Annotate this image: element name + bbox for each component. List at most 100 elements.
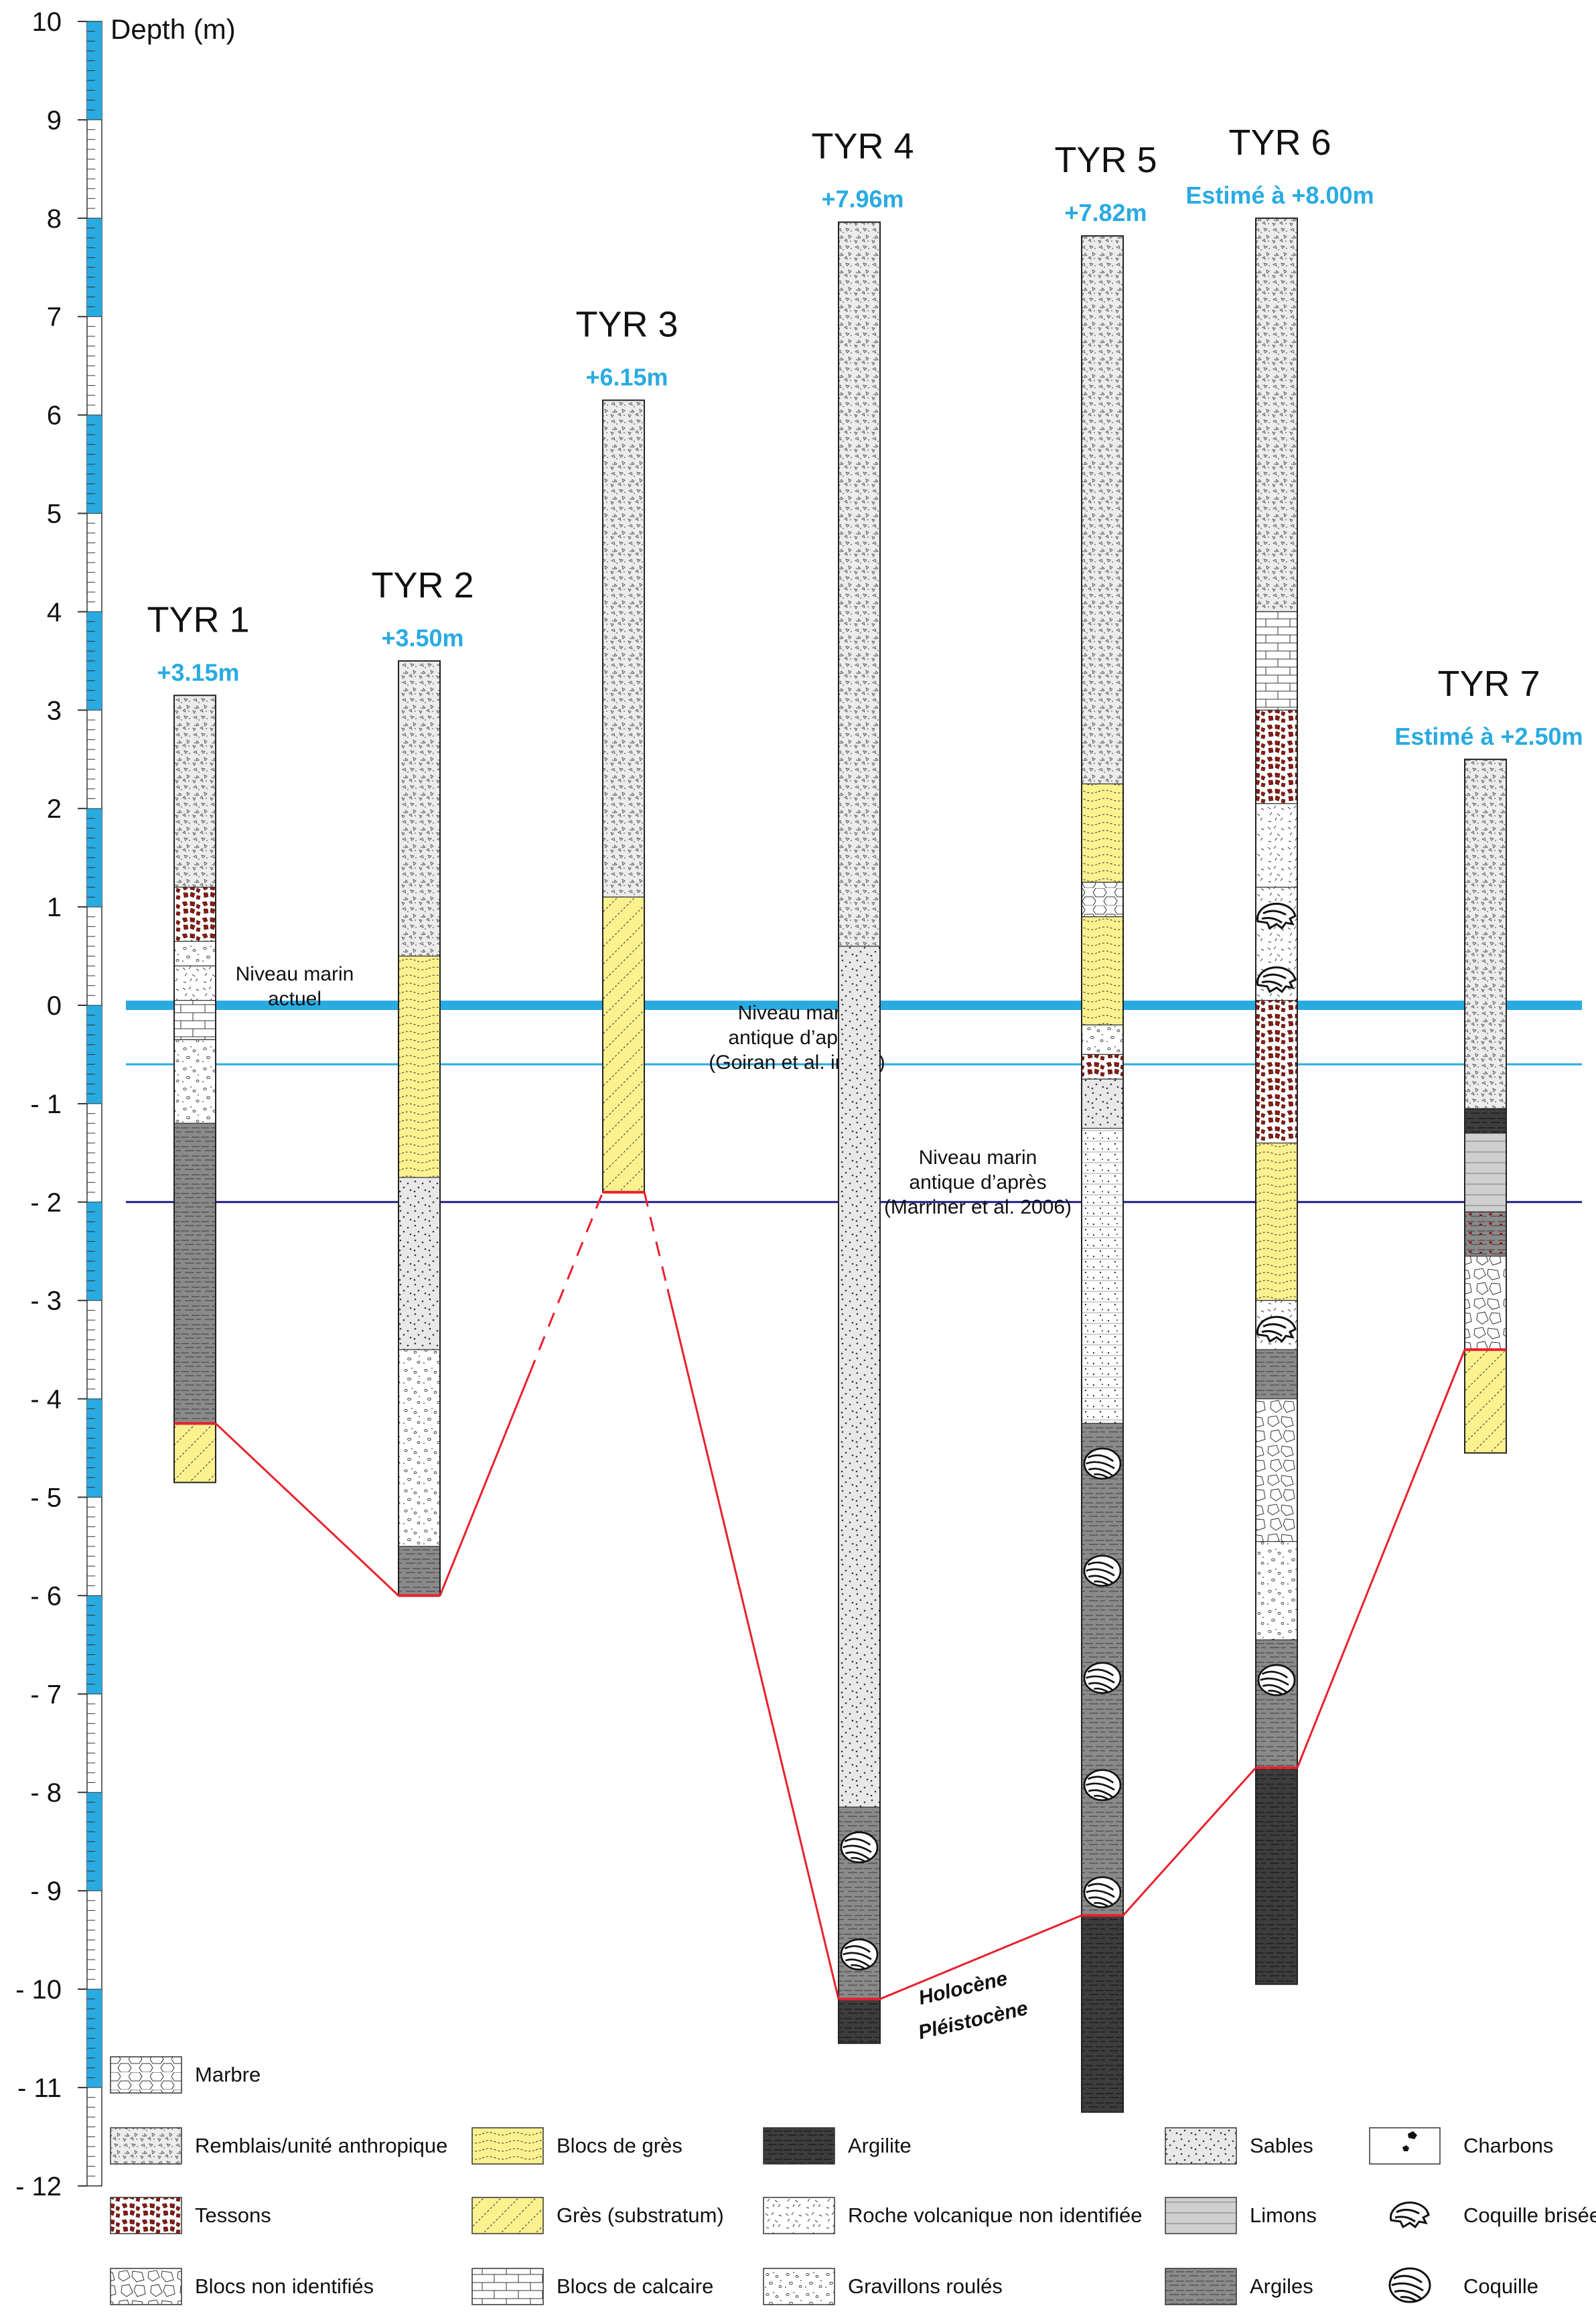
shell-icon [840, 1938, 879, 1971]
scale-tick-label: - 2 [30, 1188, 62, 1218]
legend-item-argiles: Argiles [1165, 2268, 1313, 2305]
layer-volcanique [1255, 803, 1298, 888]
layer-remblais [398, 660, 441, 957]
layer-argilite [838, 1999, 881, 2044]
scale-tick-label: 0 [47, 991, 62, 1021]
layer-gravillons [173, 940, 216, 966]
core-elevation: +7.96m [821, 186, 903, 213]
shell-icon [1388, 2267, 1431, 2303]
sea-level-label: Niveau marin [919, 1147, 1037, 1169]
scale-tick-label: 9 [47, 106, 62, 135]
scale-tick-label: - 3 [30, 1287, 62, 1316]
legend-swatch [110, 2197, 182, 2234]
layer-sables [838, 946, 881, 1808]
legend-item-sables: Sables [1165, 2127, 1313, 2165]
scale-tick-label: - 5 [30, 1483, 62, 1513]
layer-blocs [1464, 1255, 1507, 1350]
layer-remblais [1255, 218, 1298, 612]
legend-label: Blocs non identifiés [195, 2274, 374, 2298]
boundary-link [1122, 1767, 1257, 1916]
legend-label: Marbre [195, 2063, 261, 2086]
core-name: TYR 5 [1054, 140, 1157, 180]
legend-swatch [1165, 2197, 1237, 2234]
core-elevation: Estimé à +8.00m [1185, 182, 1374, 209]
scale-tick-label: 5 [47, 500, 62, 529]
core-elevation: +7.82m [1064, 199, 1147, 226]
legend-label: Gravillons roulés [848, 2274, 1003, 2298]
layer-argilite [1081, 1915, 1124, 2113]
legend-item-tessons: Tessons [110, 2197, 271, 2234]
legend-swatch [763, 2127, 835, 2165]
legend-swatch [763, 2197, 835, 2234]
scale-tick-label: 1 [47, 893, 62, 922]
legend-item-marbre: Marbre [110, 2056, 261, 2094]
legend-swatch [471, 2197, 544, 2234]
legend-item-volcanique: Roche volcanique non identifiée [763, 2197, 1142, 2234]
sea-level-label: Niveau marin [236, 963, 354, 985]
boundary-link-dashed [643, 1191, 669, 1290]
legend-item-limons: Limons [1165, 2197, 1317, 2234]
legend-label: Tessons [195, 2203, 271, 2227]
legend-swatch [1369, 2127, 1441, 2165]
boundary-link-dashed [528, 1191, 604, 1374]
shell-icon [1083, 1447, 1122, 1480]
boundary-link [1296, 1349, 1466, 1769]
layer-argilite [1464, 1108, 1507, 1134]
legend-item-substratum: Grès (substratum) [471, 2197, 724, 2234]
layer-argiles-tessons [1464, 1211, 1507, 1257]
core-5: TYR 5 +7.82m [1054, 140, 1157, 2113]
scale-tick-label: - 10 [15, 1975, 62, 2005]
holocene-label: Holocène [916, 1967, 1009, 2009]
core-outline [173, 695, 216, 1483]
layer-remblais [1464, 759, 1507, 1109]
layer-gravillons [173, 1039, 216, 1124]
scale-tick-label: 2 [47, 794, 62, 824]
layer-calcaire [1255, 611, 1298, 711]
sea-level-label: antique d’après [909, 1171, 1046, 1193]
layer-gres [398, 955, 441, 1178]
scale-tick-label: 8 [47, 204, 62, 234]
sea-level-label: (Marriner et al. 2006) [884, 1196, 1072, 1218]
scale-title: Depth (m) [111, 13, 236, 45]
legend-item-coquille-brisee-icon: Coquille brisée [1390, 2201, 1596, 2228]
legend-label: Charbons [1463, 2134, 1553, 2157]
legend-swatch [110, 2056, 182, 2094]
core-name: TYR 6 [1228, 123, 1331, 163]
scale-tick-label: 7 [47, 303, 62, 332]
layer-tessons [1255, 1000, 1298, 1144]
layer-remblais [173, 695, 216, 888]
legend-swatch [110, 2268, 182, 2305]
scale-tick-label: - 7 [30, 1680, 62, 1709]
scale-tick-label: - 6 [30, 1581, 62, 1611]
shell-icon [1083, 1662, 1122, 1694]
legend-item-gres: Blocs de grès [471, 2127, 682, 2165]
boundary-link [439, 1373, 531, 1596]
core-3: TYR 3+6.15m [575, 305, 678, 1193]
core-4: TYR 4+7.96m [811, 127, 914, 2044]
layer-tessons [1081, 1054, 1124, 1080]
layer-substratum [602, 896, 645, 1193]
scale-tick-label: 10 [32, 7, 62, 37]
scale-tick-label: - 8 [30, 1778, 62, 1808]
legend-item-remblais: Remblais/unité anthropique [110, 2127, 447, 2165]
layer-volcanique [173, 965, 216, 1001]
core-outline [1255, 217, 1298, 1985]
layer-tessons [1255, 709, 1298, 804]
legend-item-charbons: Charbons [1369, 2127, 1553, 2165]
layer-marbre [1081, 881, 1124, 918]
core-name: TYR 3 [575, 305, 678, 345]
layer-limons-sables [1081, 1128, 1124, 1424]
core-outline [1464, 758, 1507, 1454]
legend-label: Remblais/unité anthropique [195, 2134, 447, 2157]
core-elevation: +3.50m [381, 624, 463, 652]
layer-limons [1464, 1133, 1507, 1213]
core-outline [1081, 235, 1124, 2113]
scale-tick-label: - 12 [15, 2172, 62, 2201]
legend-label: Blocs de grès [557, 2134, 682, 2157]
layer-gres [1255, 1143, 1298, 1301]
broken-shell-icon [1390, 2201, 1430, 2228]
layer-argiles-coquilles [1255, 1639, 1298, 1769]
legend-item-calcaire: Blocs de calcaire [471, 2268, 713, 2305]
